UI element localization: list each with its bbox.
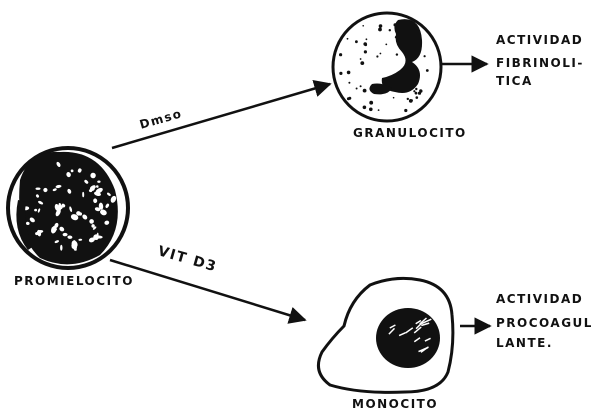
granule xyxy=(419,89,422,92)
granule xyxy=(347,71,351,75)
granule xyxy=(424,55,426,57)
procoagulant-activity-line2: PROCOAGULA- xyxy=(496,316,591,331)
granule xyxy=(363,89,367,93)
granule xyxy=(378,28,382,32)
promyelocyte-cell xyxy=(8,148,128,268)
granulocyte-label: GRANULOCITO xyxy=(353,126,467,141)
granule xyxy=(347,38,349,40)
promyelocyte-texture xyxy=(36,188,41,190)
fibrinolytic-activity-line2: FIBRINOLI- xyxy=(496,56,584,71)
granule xyxy=(363,42,367,46)
granule xyxy=(339,72,342,75)
granule xyxy=(348,82,350,84)
granule xyxy=(415,88,417,90)
granule xyxy=(396,53,398,55)
promyelocyte-label: PROMIELOCITO xyxy=(14,274,134,289)
granule xyxy=(426,69,429,72)
granule xyxy=(407,98,409,100)
granule xyxy=(385,44,387,46)
promyelocyte-texture xyxy=(60,245,62,251)
granule xyxy=(366,38,368,40)
granule xyxy=(389,29,391,31)
granulocyte-cell xyxy=(333,13,441,121)
granule xyxy=(415,92,418,95)
granule xyxy=(363,106,367,110)
granule xyxy=(339,53,342,56)
granule xyxy=(360,58,362,60)
granule xyxy=(369,101,373,105)
granule xyxy=(356,88,358,90)
monocyte-label: MONOCITO xyxy=(352,397,438,412)
monocyte-cell xyxy=(318,278,452,392)
granule xyxy=(376,55,378,57)
granule xyxy=(379,24,383,28)
granule xyxy=(393,97,395,99)
granule xyxy=(360,85,362,87)
granule xyxy=(416,96,419,99)
granule xyxy=(404,109,407,112)
granule xyxy=(413,90,415,92)
fibrinolytic-activity-line1: ACTIVIDAD xyxy=(496,33,583,48)
granule xyxy=(378,109,380,111)
granule xyxy=(411,99,413,101)
granule xyxy=(360,61,364,65)
procoagulant-activity-line1: ACTIVIDAD xyxy=(496,292,583,307)
granule xyxy=(369,108,373,112)
granule xyxy=(362,25,364,27)
granule xyxy=(380,53,382,55)
fibrinolytic-activity-line3: TICA xyxy=(496,74,533,89)
granule xyxy=(355,40,358,43)
granule xyxy=(364,50,367,53)
granule xyxy=(347,97,350,100)
procoagulant-activity-line3: LANTE. xyxy=(496,336,553,351)
